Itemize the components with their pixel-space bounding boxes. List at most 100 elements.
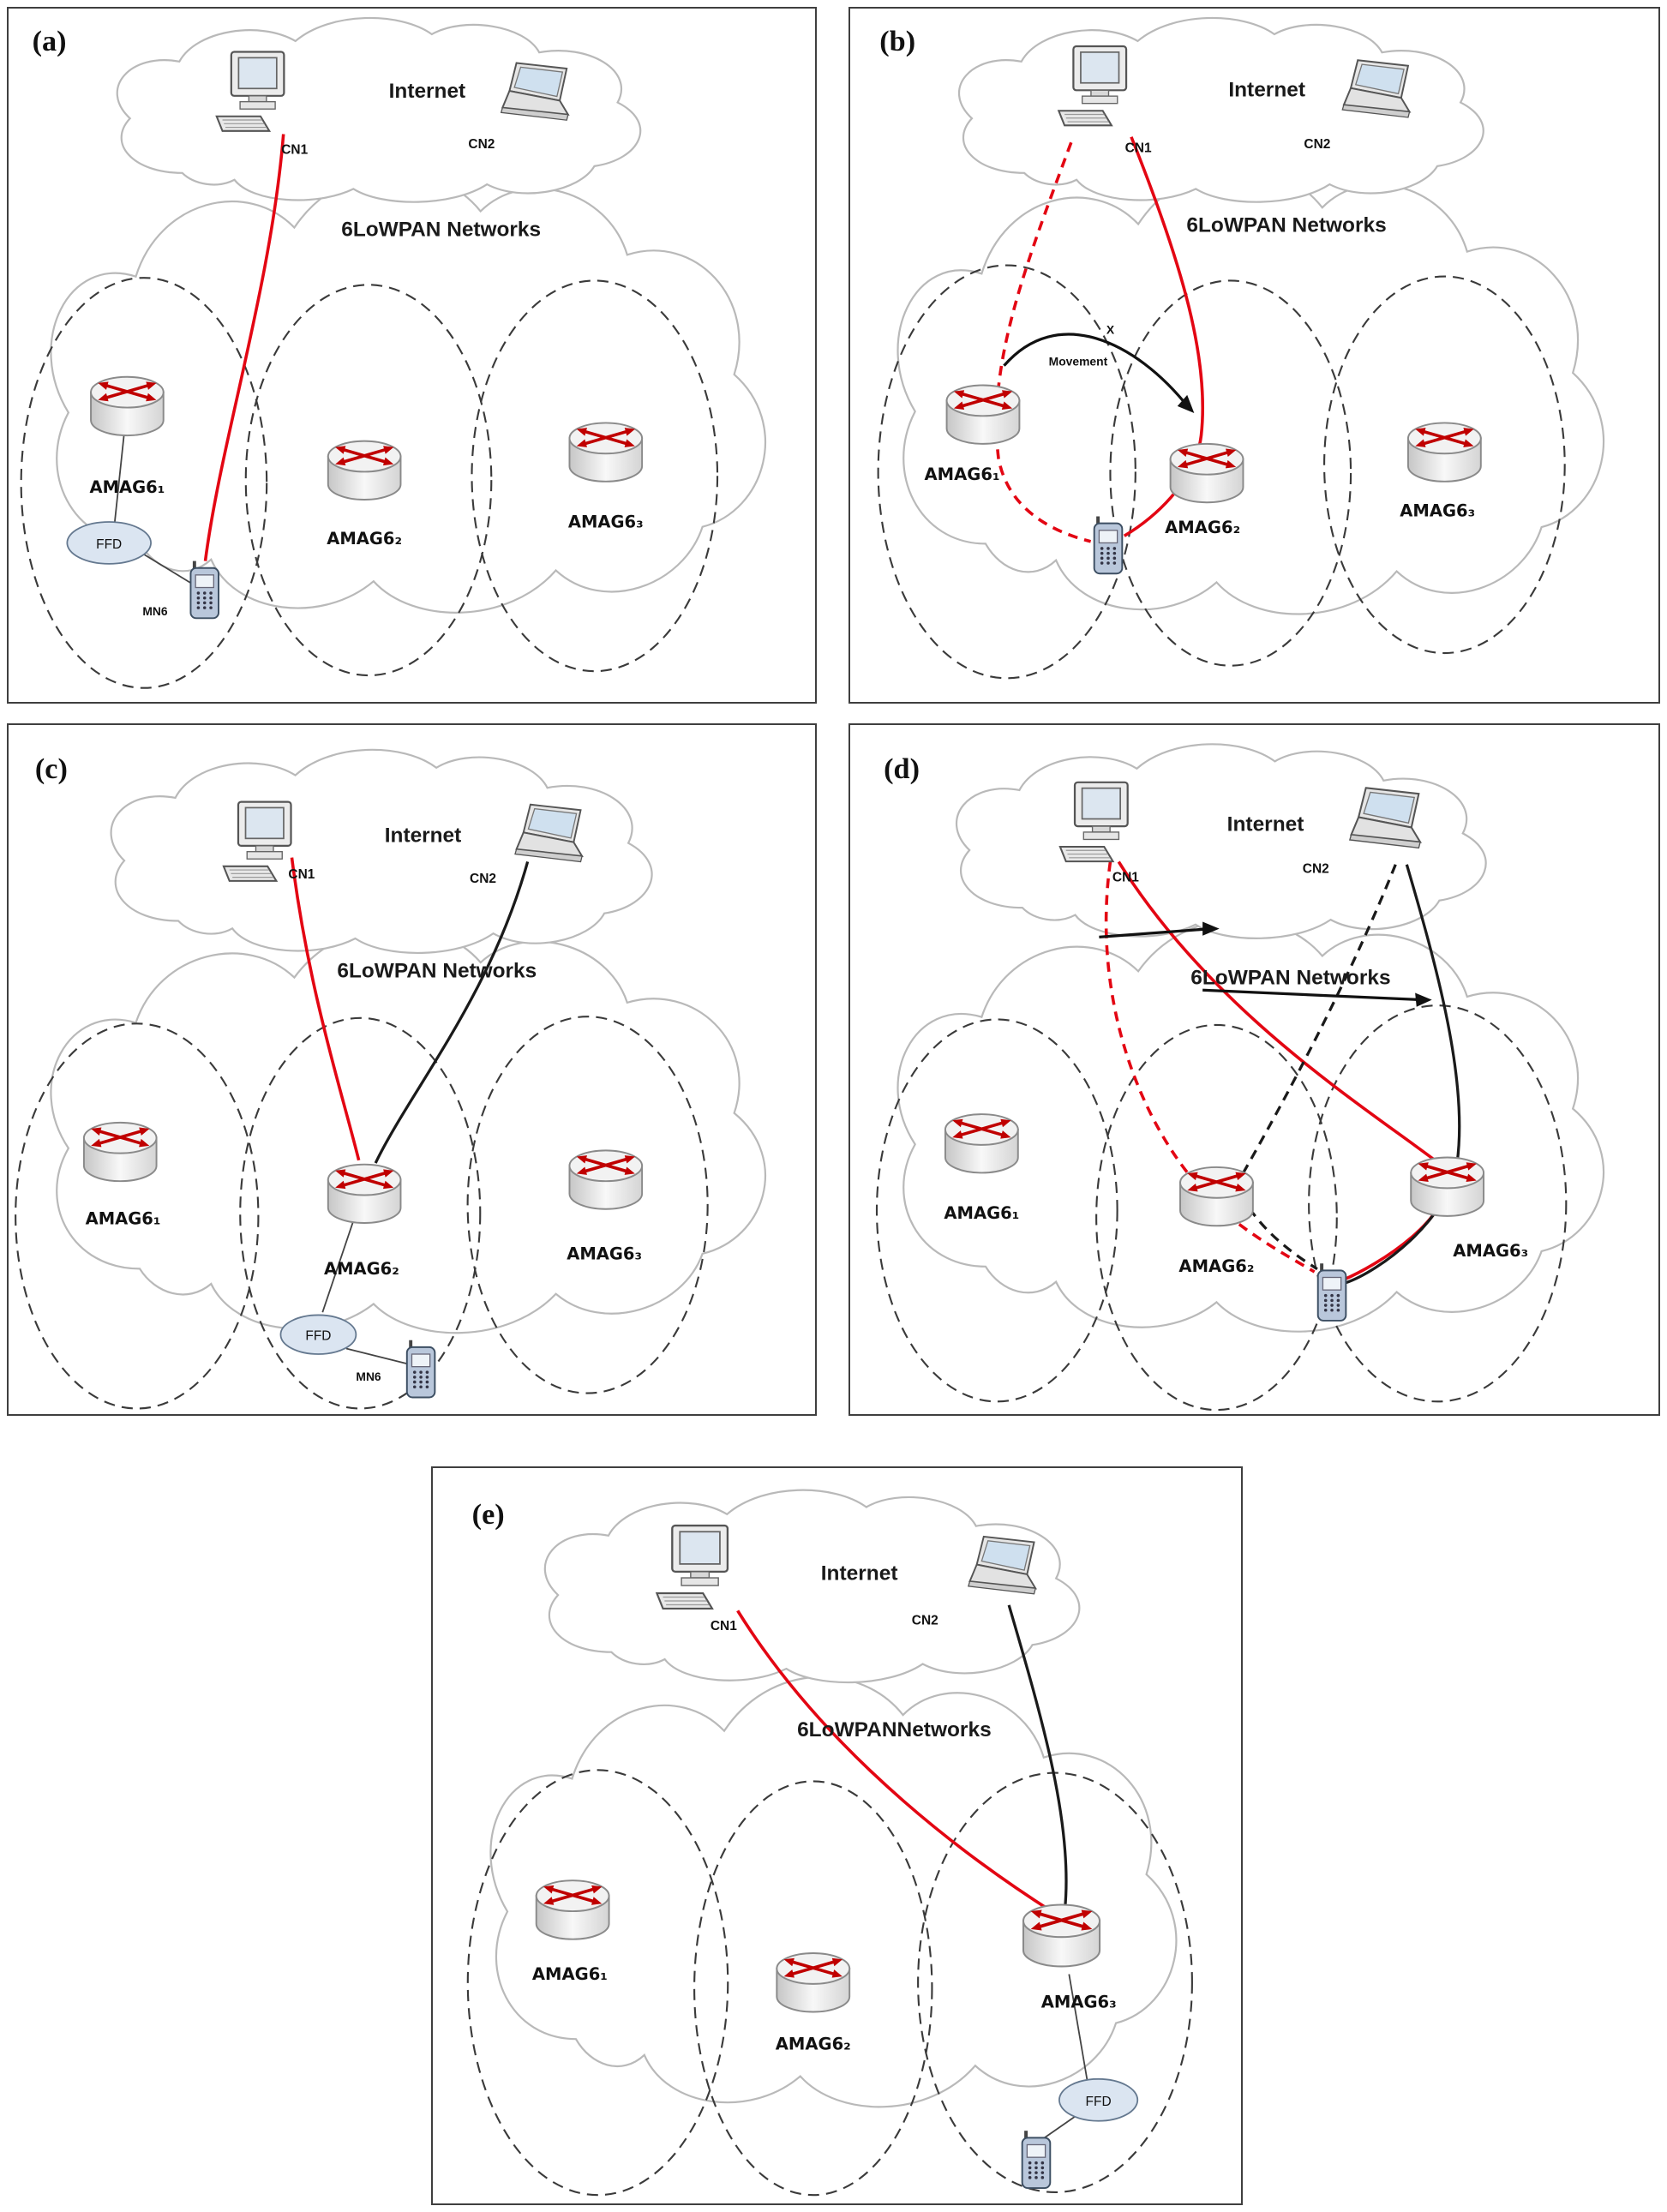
router-amag63-icon <box>1022 1903 1101 1969</box>
cn1-label: CN1 <box>288 867 315 882</box>
panel-e-canvas: (e) Internet 6LoWPANNetworks CN1 CN2 AMA… <box>466 1468 1193 2197</box>
router-amag62-icon <box>327 1162 403 1225</box>
internet-label: Internet <box>1228 79 1305 102</box>
panel-tag: (b) <box>879 26 915 57</box>
flow-red-dashed-old-path <box>1104 861 1316 1274</box>
cn2-label: CN2 <box>1303 862 1329 877</box>
panel-d-canvas: (d) Internet 6LoWPAN Networks CN1 CN2 AM… <box>875 725 1658 1412</box>
flow-red-cn1-amag2 <box>290 857 361 1161</box>
panel-e: (e) Internet 6LoWPANNetworks CN1 CN2 AMA… <box>431 1466 1243 2205</box>
mn6-phone-icon <box>405 1339 436 1399</box>
panel-tag: (d) <box>884 753 920 785</box>
connector-ffd-mn6 <box>345 1347 408 1365</box>
flow-red-new-path <box>1117 860 1449 1282</box>
internet-label: Internet <box>821 1562 898 1585</box>
connector-amag3-ffd <box>1068 1974 1088 2081</box>
ffd-node <box>279 1314 357 1355</box>
handover-arrow-2 <box>1202 988 1424 1002</box>
mn6-phone-icon <box>1021 2130 1052 2190</box>
mn6-phone-icon <box>1093 515 1124 575</box>
pan-area-1 <box>15 1022 260 1410</box>
cn1-label: CN1 <box>281 142 308 157</box>
pan-area-3 <box>1308 1004 1568 1403</box>
amag1-label: AMAG6₁ <box>944 1203 1019 1223</box>
amag1-label: AMAG6₁ <box>86 1209 161 1229</box>
handover-arrowhead-2 <box>1415 992 1432 1007</box>
panel-tag: (c) <box>35 753 68 785</box>
panel-d: (d) Internet 6LoWPAN Networks CN1 CN2 AM… <box>848 723 1660 1416</box>
router-amag61-icon <box>534 1879 611 1941</box>
panel-c-canvas: (c) Internet 6LoWPAN Networks CN1 CN2 AM… <box>15 725 815 1410</box>
pan-area-3 <box>471 279 719 673</box>
router-amag63-icon <box>567 421 644 483</box>
connector-ffd-mn6 <box>141 552 192 584</box>
network-label: 6LoWPAN Networks <box>341 218 541 241</box>
pan-area-1 <box>20 277 268 689</box>
router-amag62-icon <box>1168 442 1245 505</box>
network-label: 6LoWPANNetworks <box>797 1718 992 1741</box>
amag3-label: AMAG6₃ <box>567 1244 642 1263</box>
mn6-label: MN6 <box>356 1370 381 1383</box>
pan-area-3 <box>1323 275 1566 655</box>
movement-arrowhead <box>1177 394 1195 414</box>
internet-label: Internet <box>1227 813 1304 836</box>
pan-area-1 <box>466 1769 729 2197</box>
pan-area-2 <box>244 284 493 677</box>
movement-label: Movement <box>1049 355 1108 369</box>
router-amag62-icon <box>1178 1166 1255 1228</box>
flow-black-cn2-amag3 <box>1007 1604 1068 1910</box>
ffd-label: FFD <box>305 1329 331 1344</box>
panel-a-canvas: (a) Internet 6LoWPAN Networks CN1 CN2 AM… <box>20 9 815 689</box>
router-amag63-icon <box>1406 421 1483 483</box>
router-amag63-icon <box>1409 1155 1485 1218</box>
panel-b-canvas: (b) Internet 6LoWPAN Networks CN1 CN2 AM… <box>877 9 1658 680</box>
pan-area-3 <box>917 1771 1193 2194</box>
handover-arrowhead-1 <box>1202 921 1220 936</box>
movement-arrow <box>1003 333 1190 409</box>
cn1-label: CN1 <box>711 1619 737 1634</box>
panel-c: (c) Internet 6LoWPAN Networks CN1 CN2 AM… <box>7 723 817 1416</box>
pan-area-2 <box>239 1016 482 1410</box>
amag1-label: AMAG6₁ <box>89 477 165 497</box>
panel-a: (a) Internet 6LoWPAN Networks CN1 CN2 AM… <box>7 7 817 704</box>
amag3-label: AMAG6₃ <box>1453 1241 1528 1261</box>
x-mark-label: X <box>1106 322 1115 336</box>
router-amag62-icon <box>327 439 403 501</box>
network-label: 6LoWPAN Networks <box>1186 213 1386 237</box>
router-amag61-icon <box>82 1121 159 1183</box>
amag3-label: AMAG6₃ <box>568 513 644 532</box>
amag1-label: AMAG6₁ <box>532 1964 608 1984</box>
ffd-node <box>1058 2077 1139 2122</box>
mn6-phone-icon <box>189 560 219 620</box>
panel-tag: (e) <box>472 1498 505 1531</box>
panel-tag: (a) <box>33 26 67 57</box>
cn2-label: CN2 <box>468 137 495 152</box>
panel-b: (b) Internet 6LoWPAN Networks CN1 CN2 AM… <box>848 7 1660 704</box>
handover-arrow-1 <box>1099 926 1212 939</box>
mn6-label: MN6 <box>142 604 168 618</box>
internet-label: Internet <box>389 80 466 103</box>
pan-area-2 <box>1109 279 1352 667</box>
internet-label: Internet <box>385 824 462 848</box>
cn1-label: CN1 <box>1112 870 1139 884</box>
amag2-label: AMAG6₂ <box>1178 1256 1254 1276</box>
pan-area-2 <box>693 1780 933 2197</box>
flow-red-cn1-to-mn6 <box>203 134 285 561</box>
flow-black-cn2-amag2 <box>374 861 530 1164</box>
ffd-label: FFD <box>96 537 122 552</box>
pan-area-3 <box>466 1016 709 1394</box>
ffd-label: FFD <box>1086 2095 1112 2109</box>
amag3-label: AMAG6₃ <box>1041 1993 1117 2012</box>
pan-area-1 <box>875 1018 1118 1403</box>
flow-red-new-path <box>1123 136 1205 537</box>
cn2-label: CN2 <box>470 872 496 886</box>
cn1-label: CN1 <box>1125 141 1152 156</box>
router-amag61-icon <box>944 383 1022 446</box>
cn2-label: CN2 <box>1304 137 1330 152</box>
flow-red-cn1-amag3 <box>736 1610 1055 1915</box>
flow-black-dashed-old-path <box>1234 864 1397 1271</box>
connector-amag1-ffd <box>113 431 126 524</box>
lowpan-cloud <box>51 926 765 1333</box>
network-label: 6LoWPAN Networks <box>1190 967 1390 990</box>
